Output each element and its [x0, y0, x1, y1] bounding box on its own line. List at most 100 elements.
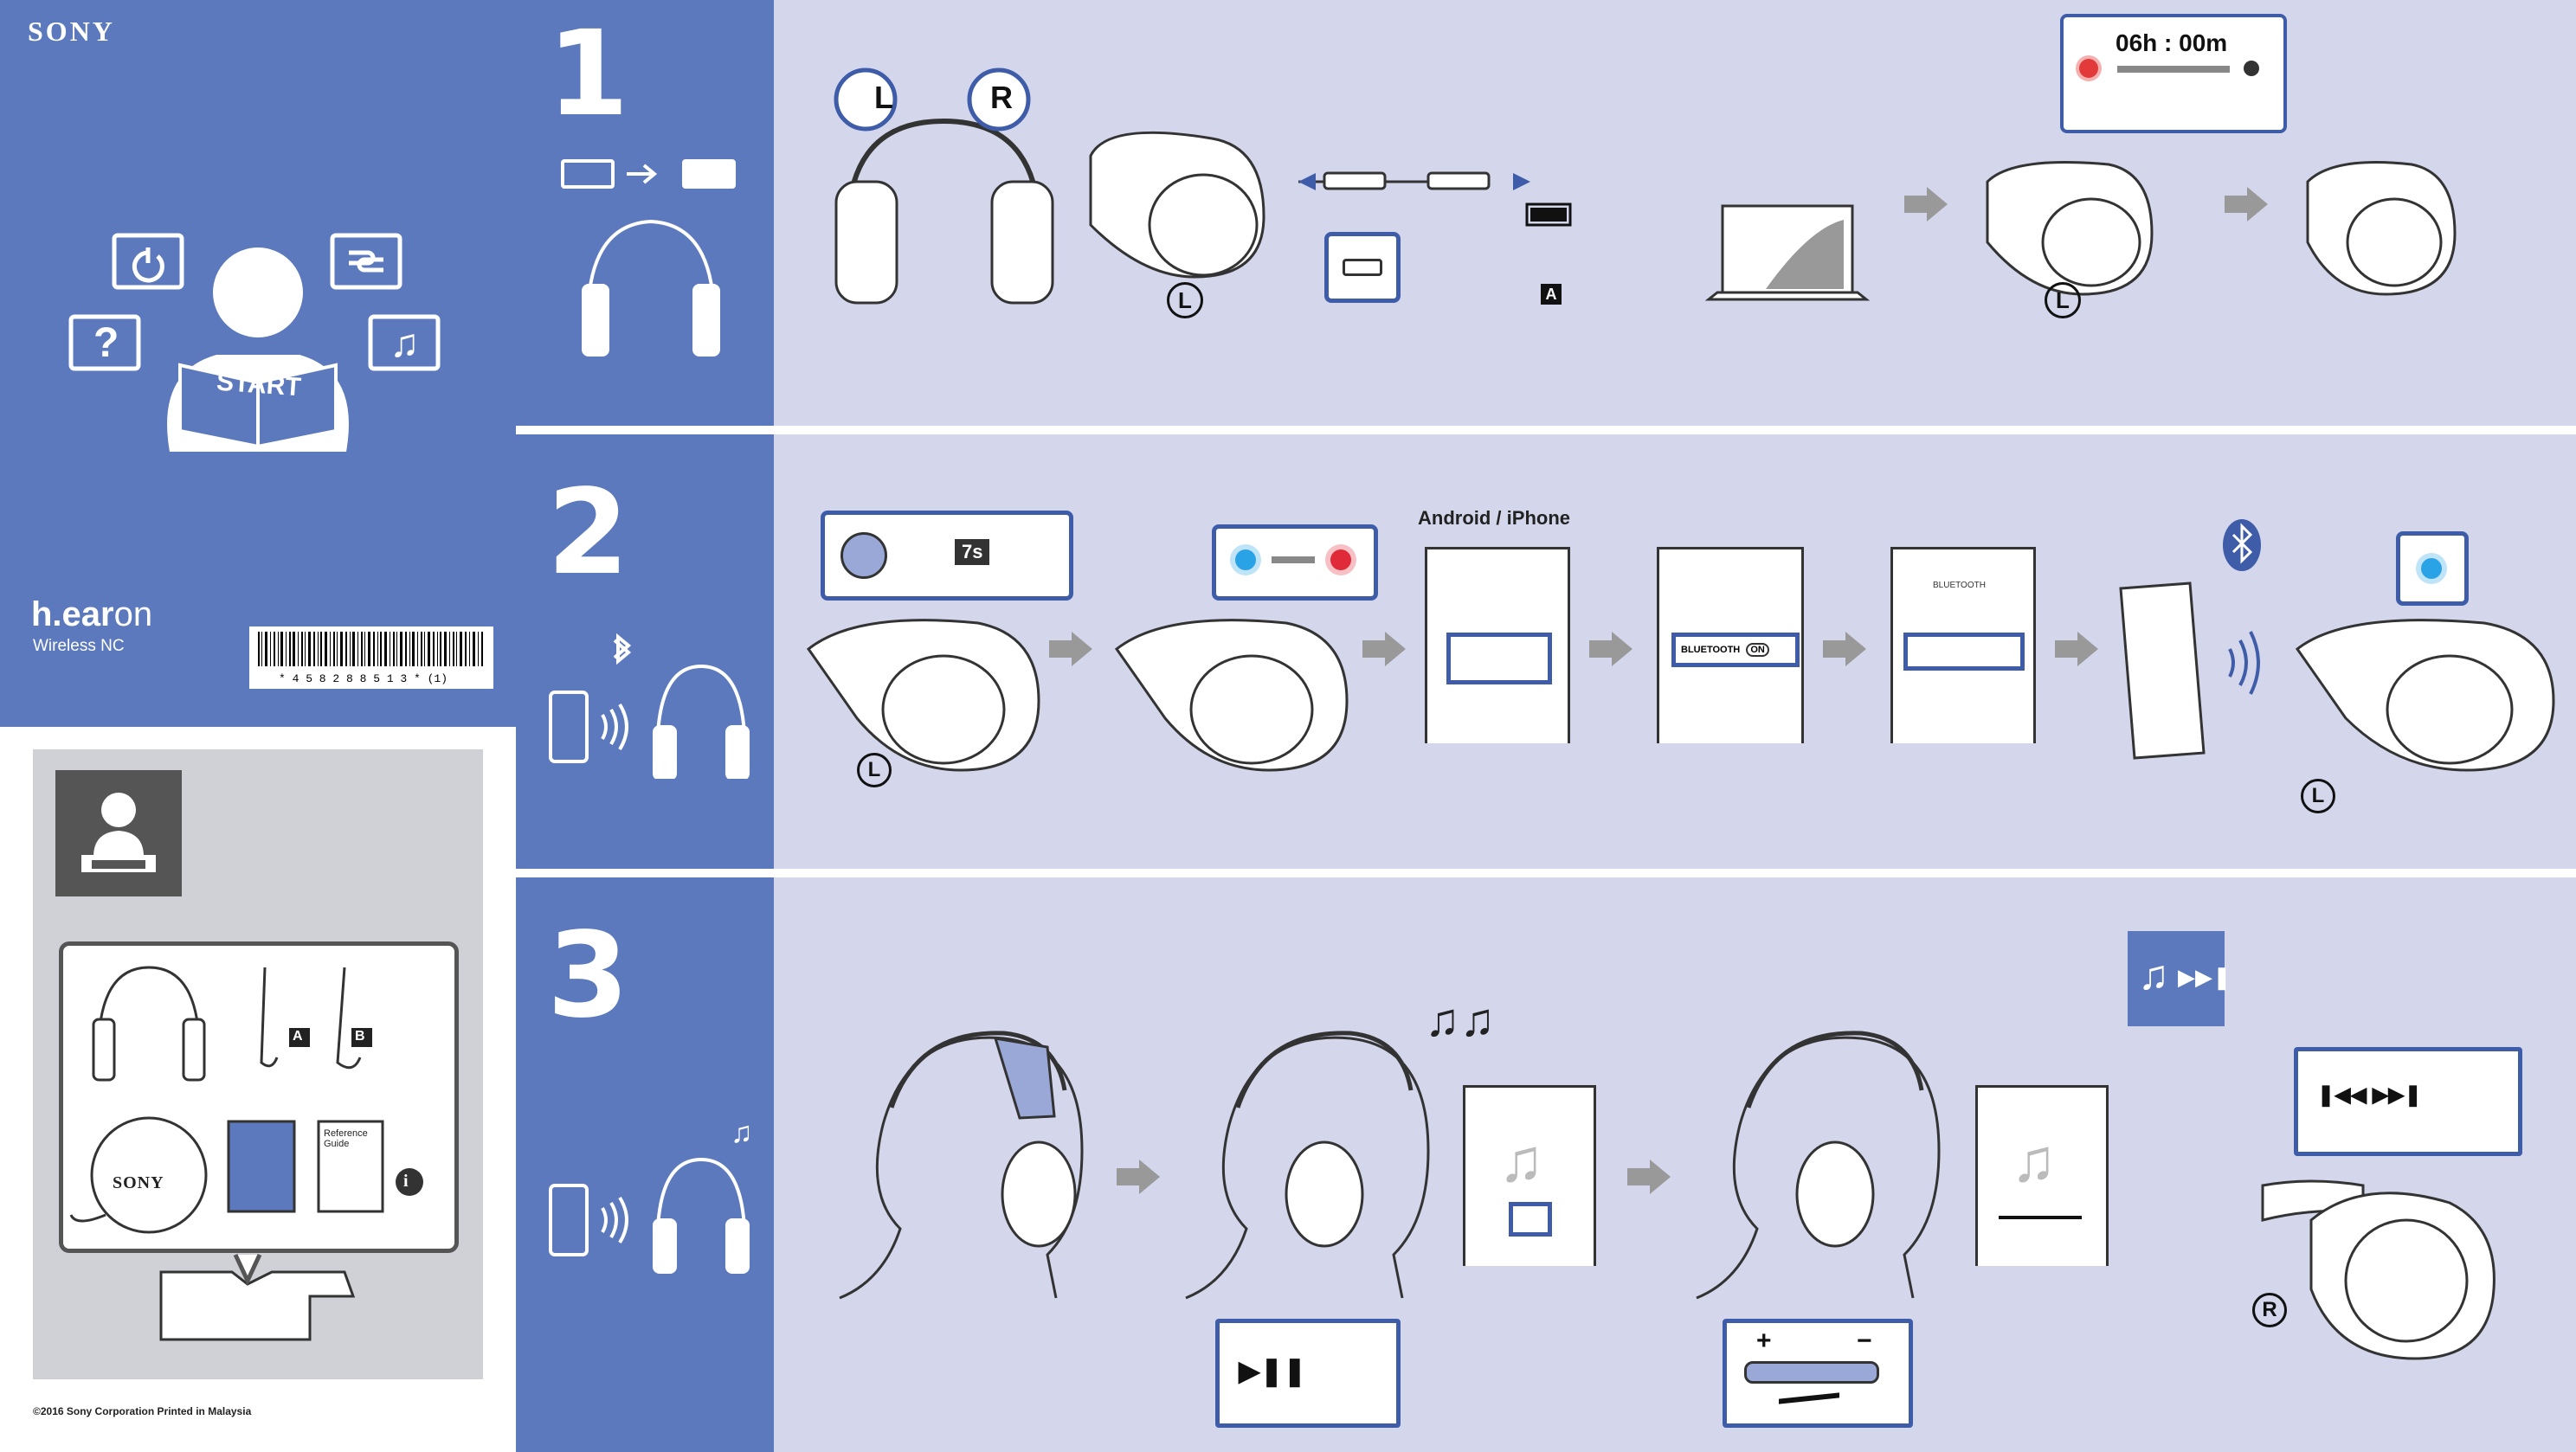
head-volume-control: [1696, 1031, 1941, 1300]
phone-volume-screen: ♫: [1975, 1085, 2109, 1266]
adjustable-band: [993, 1037, 1056, 1120]
bluetooth-icon: [2231, 523, 2253, 564]
step2-headphone-power: [806, 619, 1040, 772]
battery-full-icon: [1525, 202, 1572, 227]
red-indicator-light: [2079, 59, 2098, 78]
phone-settings-screen: [1425, 547, 1570, 743]
barcode: * 4 5 8 2 8 8 5 1 3 * (1): [249, 626, 493, 689]
volume-callout: + −: [1723, 1319, 1913, 1428]
head-wearing-headphones: [839, 1031, 1084, 1300]
person-head: [213, 247, 303, 337]
play-button: [1509, 1202, 1552, 1237]
play-pause-icon: ▶❚❚: [1239, 1355, 1307, 1386]
reference-guide-booklet: [317, 1120, 384, 1213]
cable-a-label: A: [293, 1029, 303, 1044]
step3-headphone-right: [2261, 1179, 2496, 1360]
volume-minus: −: [1857, 1327, 1872, 1355]
volume-plus: +: [1756, 1327, 1772, 1355]
left-marker: L: [2045, 282, 2081, 318]
unboxing-icon: [55, 770, 182, 896]
bluetooth-screen-title: BLUETOOTH: [1933, 581, 1986, 590]
bluetooth-on-toggle: ON: [1746, 643, 1769, 657]
phone-device-list-screen: BLUETOOTH: [1890, 547, 2036, 743]
music-notes-icon: ♫♫: [1425, 994, 1495, 1046]
package-contents-illustration: [69, 966, 423, 1341]
question-mark-icon: ?: [93, 320, 119, 366]
help-bubble: [68, 314, 141, 371]
head-play-control: [1185, 1031, 1430, 1300]
laptop-icon: [1705, 204, 1871, 301]
start-reader-illustration: ? ♫: [68, 233, 441, 452]
phone-player-screen: ♫: [1463, 1085, 1596, 1266]
barcode-number: * 4 5 8 2 8 8 5 1 3 * (1): [279, 672, 448, 685]
product-name: h.earon: [31, 595, 152, 634]
micro-usb-port: [1343, 259, 1382, 276]
music-note-icon: ♫: [2138, 953, 2169, 999]
left-marker: L: [857, 753, 892, 787]
bluetooth-toggle-row: BLUETOOTH ON: [1671, 633, 1800, 667]
cable-b: [336, 967, 362, 1070]
led-blink-callout: [1212, 524, 1378, 601]
product-subtitle: Wireless NC: [33, 637, 125, 655]
blue-indicator-light: [2421, 558, 2442, 579]
step1-diagram: [834, 67, 1530, 305]
copyright: ©2016 Sony Corporation Printed in Malays…: [33, 1405, 252, 1417]
start-book-label: START: [216, 367, 302, 402]
gray-arrow-icon: [1823, 632, 1866, 666]
row-divider: [516, 426, 2576, 434]
barcode-bars: [258, 632, 483, 666]
power-button-icon: [840, 532, 887, 579]
step-2-number: 2: [547, 465, 629, 601]
left-marker: L: [1167, 282, 1203, 318]
reference-guide-label: Reference Guide: [324, 1128, 368, 1149]
music-bubble: [368, 314, 441, 371]
cable-a-badge: A: [1541, 284, 1562, 305]
step3-music-icon: ♫: [549, 1116, 753, 1274]
product-name-suffix: on: [113, 595, 153, 633]
progress-arrow: [2117, 66, 2230, 73]
gray-arrow-icon: [1904, 187, 1948, 222]
usb-port-callout: [1324, 232, 1401, 303]
cable-a: [260, 967, 279, 1068]
right-side-label: R: [990, 80, 1013, 115]
info-icon: [396, 1168, 423, 1196]
music-note-icon: ♫: [390, 320, 420, 365]
volume-rocker: [1744, 1361, 1879, 1384]
hold-time: 7s: [955, 539, 990, 565]
gray-arrow-icon: [1049, 632, 1092, 666]
phone-connected-illustration: [2119, 519, 2261, 760]
music-note-icon: ♫: [2011, 1127, 2057, 1194]
alternating-arrow: [1272, 556, 1315, 563]
play-pause-callout: ▶❚❚: [1215, 1319, 1401, 1428]
carrying-case: [90, 1116, 208, 1234]
off-indicator-light: [2244, 61, 2259, 76]
step-3-number: 3: [547, 908, 629, 1044]
charging-headphones: [1986, 161, 2457, 296]
step2-headphone-connected: [2295, 619, 2555, 772]
left-side-label: L: [874, 80, 893, 115]
prev-next-icons: ❚◀◀ ▶▶❚: [2317, 1083, 2422, 1107]
gray-arrow-icon: [1589, 632, 1633, 666]
settings-tile: [1446, 633, 1552, 684]
help-guide-booklet: [227, 1120, 296, 1213]
power-hold-callout: 7s: [821, 511, 1073, 601]
headphone-band: [96, 966, 202, 1072]
gray-arrow-icon: [2055, 632, 2098, 666]
step-1-number: 1: [547, 6, 629, 143]
gray-arrow-icon: [1362, 632, 1406, 666]
product-name-main: h.ear: [31, 595, 114, 633]
device-list-item: [1903, 633, 2025, 671]
info-glyph: i: [403, 1172, 409, 1191]
charging-timer-callout: 06h : 00m: [2060, 14, 2287, 133]
brand-logo: SONY: [28, 16, 115, 47]
bluetooth-setting-label: BLUETOOTH: [1681, 645, 1741, 655]
gray-arrow-icon: [1117, 1160, 1160, 1194]
step1-charge-icon: [561, 159, 736, 357]
charge-time: 06h : 00m: [2116, 29, 2228, 56]
connected-led-callout: [2396, 531, 2469, 606]
volume-level-wedge: [1779, 1392, 1839, 1404]
music-note-icon: ♫: [731, 1116, 753, 1149]
gray-arrow-icon: [1627, 1160, 1671, 1194]
cable-b-label: B: [355, 1029, 365, 1044]
volume-slider: [1999, 1216, 2082, 1219]
